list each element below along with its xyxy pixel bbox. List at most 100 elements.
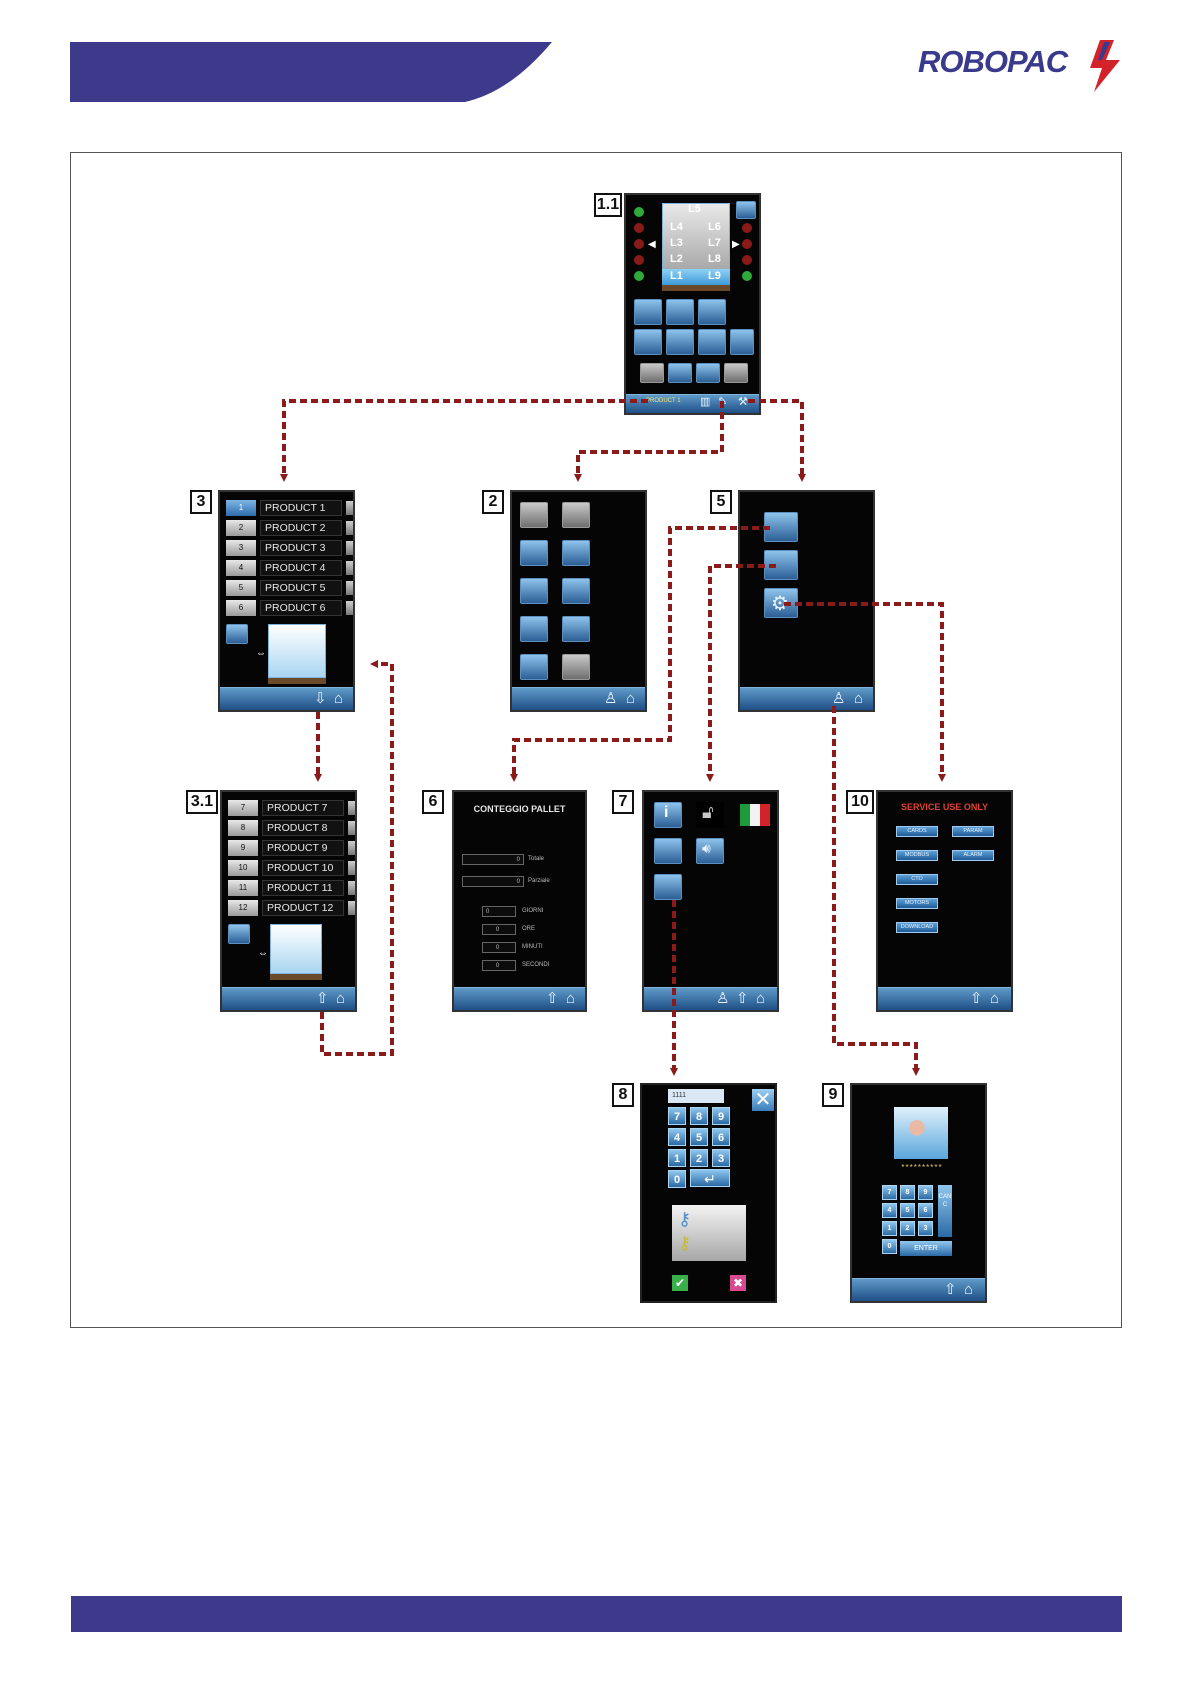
pallet-counter-button[interactable] xyxy=(764,512,798,542)
function-button[interactable] xyxy=(698,299,726,325)
keypad-key[interactable]: 1 xyxy=(668,1149,686,1167)
function-button[interactable] xyxy=(666,299,694,325)
arrow-down-icon[interactable]: ⇩ xyxy=(314,690,327,707)
keypad-key[interactable]: 3 xyxy=(712,1149,730,1167)
product-name[interactable]: PRODUCT 6 xyxy=(260,600,342,616)
function-button[interactable] xyxy=(520,502,548,528)
product-detail-icon[interactable] xyxy=(346,581,353,595)
product-number[interactable]: 7 xyxy=(228,800,258,816)
product-detail-icon[interactable] xyxy=(348,821,355,835)
mode-button[interactable] xyxy=(640,363,664,383)
product-name[interactable]: PRODUCT 9 xyxy=(262,840,344,856)
home-icon[interactable]: ⌂ xyxy=(566,990,576,1007)
arrow-up-icon[interactable]: ⇧ xyxy=(944,1281,957,1298)
function-button[interactable] xyxy=(562,540,590,566)
download-button[interactable]: DOWNLOAD xyxy=(896,922,938,933)
function-button[interactable] xyxy=(562,578,590,604)
arrow-left-icon[interactable]: ◀ xyxy=(648,239,656,250)
keypad-key[interactable]: 7 xyxy=(668,1107,686,1125)
home-icon[interactable]: ⌂ xyxy=(336,990,346,1007)
product-number[interactable]: 6 xyxy=(226,600,256,616)
settings-icon[interactable]: ⚒ xyxy=(738,396,748,408)
keypad-key[interactable]: 4 xyxy=(882,1203,897,1218)
keypad-key[interactable]: 2 xyxy=(690,1149,708,1167)
keypad-key[interactable]: 2 xyxy=(900,1221,915,1236)
keypad-key[interactable]: 0 xyxy=(668,1170,686,1188)
close-icon[interactable]: ✕ xyxy=(752,1089,774,1111)
product-name[interactable]: PRODUCT 12 xyxy=(262,900,344,916)
arrow-up-icon[interactable]: ⇧ xyxy=(546,990,559,1007)
product-detail-icon[interactable] xyxy=(346,541,353,555)
tools-icon[interactable]: ✎ xyxy=(718,396,728,408)
alarm-button[interactable]: ALARM xyxy=(952,850,994,861)
param-button[interactable]: PARAM xyxy=(952,826,994,837)
keypad-key[interactable]: 1 xyxy=(882,1221,897,1236)
product-number[interactable]: 5 xyxy=(226,580,256,596)
product-detail-icon[interactable] xyxy=(348,861,355,875)
keypad-key[interactable]: 8 xyxy=(690,1107,708,1125)
product-name[interactable]: PRODUCT 1 xyxy=(260,500,342,516)
motors-button[interactable]: MOTORS xyxy=(896,898,938,909)
home-icon[interactable]: ⌂ xyxy=(756,990,766,1007)
keypad-key[interactable]: 5 xyxy=(690,1128,708,1146)
function-button[interactable] xyxy=(562,654,590,680)
product-number[interactable]: 10 xyxy=(228,860,258,876)
home-icon[interactable]: ⌂ xyxy=(964,1281,974,1298)
function-button[interactable] xyxy=(562,502,590,528)
cto-button[interactable]: CTO xyxy=(896,874,938,885)
arrow-up-icon[interactable]: ⇧ xyxy=(316,990,329,1007)
keypad-key[interactable]: 6 xyxy=(918,1203,933,1218)
product-number[interactable]: 11 xyxy=(228,880,258,896)
function-button[interactable] xyxy=(562,616,590,642)
mode-button[interactable] xyxy=(668,363,692,383)
product-name[interactable]: PRODUCT 10 xyxy=(262,860,344,876)
function-button[interactable] xyxy=(698,329,726,355)
speed-button[interactable] xyxy=(654,838,682,864)
function-button[interactable] xyxy=(520,578,548,604)
user-icon[interactable]: ♙ xyxy=(716,990,730,1007)
mode-button[interactable] xyxy=(724,363,748,383)
keypad-key[interactable]: 6 xyxy=(712,1128,730,1146)
function-button[interactable] xyxy=(634,299,662,325)
mode-button[interactable] xyxy=(696,363,720,383)
arrow-right-icon[interactable]: ▶ xyxy=(732,239,740,250)
function-button[interactable] xyxy=(520,540,548,566)
canc-key[interactable]: CANC xyxy=(938,1185,952,1237)
lock-button[interactable] xyxy=(696,802,724,828)
password-field[interactable]: ********** xyxy=(901,1163,943,1172)
confirm-icon[interactable]: ✔ xyxy=(672,1275,688,1291)
product-detail-icon[interactable] xyxy=(346,561,353,575)
volume-button[interactable] xyxy=(696,838,724,864)
keypad-key[interactable]: 9 xyxy=(918,1185,933,1200)
product-detail-icon[interactable] xyxy=(348,901,355,915)
parziale-field[interactable]: 0 xyxy=(462,876,524,887)
pallet-view-button[interactable] xyxy=(736,201,756,219)
product-detail-icon[interactable] xyxy=(346,501,353,515)
keypad-key[interactable]: 4 xyxy=(668,1128,686,1146)
product-list-icon[interactable]: ▥ xyxy=(700,396,711,408)
display-settings-button[interactable] xyxy=(764,550,798,580)
product-number[interactable]: 1 xyxy=(226,500,256,516)
product-detail-icon[interactable] xyxy=(348,881,355,895)
product-name[interactable]: PRODUCT 8 xyxy=(262,820,344,836)
product-number[interactable]: 9 xyxy=(228,840,258,856)
pallet-view-button[interactable] xyxy=(226,624,248,644)
product-detail-icon[interactable] xyxy=(346,521,353,535)
product-name[interactable]: PRODUCT 2 xyxy=(260,520,342,536)
pallet-view-button[interactable] xyxy=(228,924,250,944)
keypad-key[interactable]: 0 xyxy=(882,1239,897,1254)
cards-button[interactable]: CARDS xyxy=(896,826,938,837)
keypad-key[interactable]: 5 xyxy=(900,1203,915,1218)
keypad-key[interactable]: 9 xyxy=(712,1107,730,1125)
home-icon[interactable]: ⌂ xyxy=(626,690,636,707)
home-icon[interactable]: ⌂ xyxy=(334,690,344,707)
